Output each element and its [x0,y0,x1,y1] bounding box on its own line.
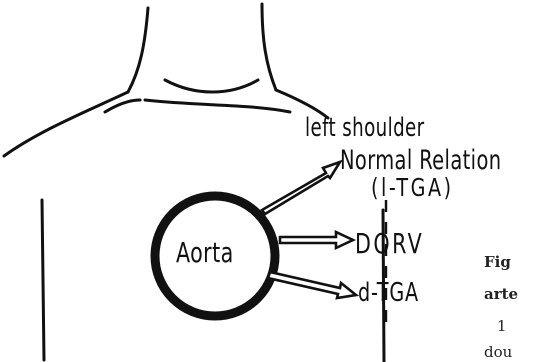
neck-left-outline [128,8,148,92]
right-clavicle [145,100,290,112]
neck-right-outline [262,4,276,90]
left-shoulder-outline [4,92,128,156]
normal-relation-label: Normal Relation [340,145,501,176]
caption-fragment: arte [484,285,518,303]
caption-fragment: 1 [497,317,507,335]
left-shoulder-label: left shoulder [305,113,425,143]
arrow-dtga [268,272,356,298]
arrow-dorv [280,232,353,248]
dorv-label: DORV [355,227,424,260]
left-torso-line [42,200,44,360]
d-tga-label: d-TGA [358,278,419,308]
l-tga-label: (l-TGA) [371,173,454,202]
caption-fragment: Fig [484,253,511,271]
caption-fragment: dou [484,343,512,361]
arrow-normal-relation [262,162,340,214]
collar-outline [165,80,258,92]
aorta-label: Aorta [176,236,234,269]
